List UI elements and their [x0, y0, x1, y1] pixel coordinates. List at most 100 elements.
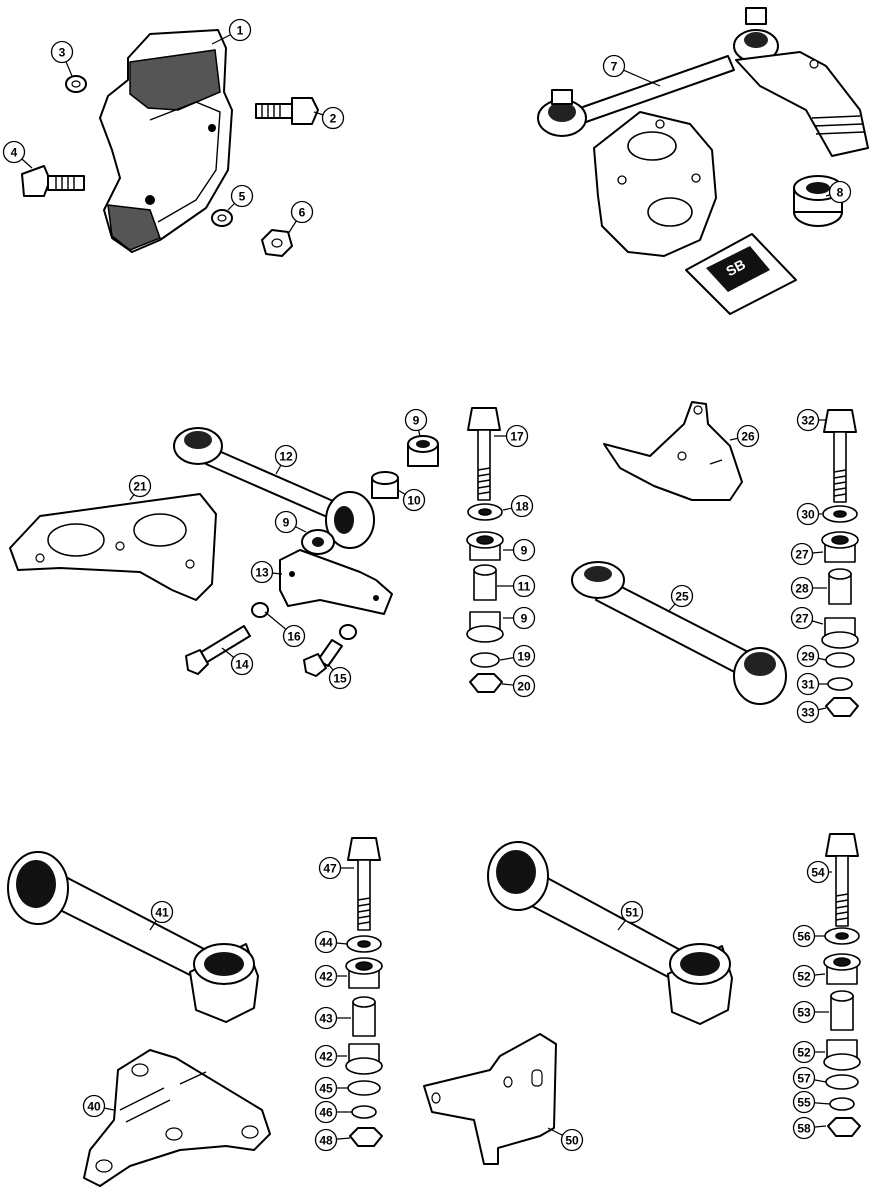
callout-circle	[274, 510, 298, 534]
callout-circle	[828, 180, 852, 204]
callout-circle	[228, 18, 252, 42]
callout-number: 42	[319, 970, 333, 984]
callout-number: 10	[407, 494, 421, 508]
callout-52a: 52	[792, 964, 826, 988]
callout-circle	[314, 1006, 338, 1030]
tie-bar-assembly-group: SB	[537, 7, 869, 315]
callout-circle	[314, 1044, 338, 1068]
callout-circle	[128, 474, 152, 498]
callout-47: 47	[318, 856, 354, 880]
bolt-stack-27-33	[821, 409, 859, 717]
callout-number: 31	[801, 678, 815, 692]
callout-40: 40	[82, 1094, 115, 1118]
callout-number: 13	[255, 566, 269, 580]
bolt-4	[21, 165, 85, 197]
callout-circle	[290, 200, 314, 224]
tie-rod-41	[47, 873, 207, 979]
callout-42b: 42	[314, 1044, 347, 1068]
callout-19: 19	[499, 644, 536, 668]
callout-8: 8	[825, 180, 852, 204]
grease-sachet: SB	[685, 233, 797, 315]
callout-14: 14	[221, 647, 254, 676]
callout-31: 31	[796, 672, 828, 696]
tie-bar-bracket	[735, 51, 869, 157]
callout-7: 7	[602, 54, 661, 87]
callout-29: 29	[796, 644, 827, 668]
bracket-50	[423, 1033, 557, 1165]
callout-number: 44	[319, 936, 333, 950]
callout-number: 55	[797, 1096, 811, 1110]
callout-circle	[512, 606, 536, 630]
callout-circle	[792, 1090, 816, 1114]
callout-circle	[314, 964, 338, 988]
tie-rod-25-group	[571, 401, 787, 705]
callout-number: 16	[287, 630, 301, 644]
callout-number: 18	[515, 500, 529, 514]
callout-53: 53	[792, 1000, 829, 1024]
callout-43: 43	[314, 1006, 351, 1030]
callout-number: 2	[330, 112, 337, 126]
callout-number: 53	[797, 1006, 811, 1020]
tie-rod-12	[205, 447, 341, 521]
callout-56: 56	[792, 924, 825, 948]
bracket-26	[603, 401, 743, 501]
callout-number: 21	[133, 480, 147, 494]
engine-mounting-group	[21, 29, 319, 257]
callout-number: 47	[323, 862, 337, 876]
callout-15: 15	[327, 663, 352, 690]
callout-9c: 9	[503, 538, 536, 562]
callout-41: 41	[149, 900, 174, 931]
callout-number: 9	[413, 414, 420, 428]
callout-layer: 1234567899991011121314151617181920212526…	[2, 18, 852, 1152]
callout-number: 9	[521, 544, 528, 558]
callout-number: 1	[237, 24, 244, 38]
callout-circle	[792, 1116, 816, 1140]
callout-circle	[796, 644, 820, 668]
callout-42a: 42	[314, 964, 347, 988]
bolt-2	[255, 97, 319, 125]
callout-number: 48	[319, 1134, 333, 1148]
callout-number: 9	[521, 612, 528, 626]
callout-circle	[314, 1076, 338, 1100]
callout-number: 42	[319, 1050, 333, 1064]
callout-number: 9	[283, 516, 290, 530]
tie-rod-51	[527, 873, 685, 981]
callout-54: 54	[806, 860, 832, 884]
callout-number: 3	[59, 46, 66, 60]
callout-circle	[560, 1128, 584, 1152]
callout-55: 55	[792, 1090, 831, 1114]
plate-21	[9, 493, 217, 601]
callout-28: 28	[790, 576, 827, 600]
tie-rod-41-group	[7, 851, 271, 1187]
callout-number: 46	[319, 1106, 333, 1120]
callout-circle	[796, 672, 820, 696]
callout-13: 13	[250, 560, 283, 584]
callout-4: 4	[2, 140, 33, 169]
callout-6: 6	[287, 200, 314, 235]
callout-16: 16	[264, 611, 306, 648]
callout-circle	[790, 576, 814, 600]
callout-number: 15	[333, 672, 347, 686]
callout-number: 27	[795, 548, 809, 562]
callout-circle	[796, 502, 820, 526]
callout-circle	[512, 644, 536, 668]
callout-circle	[512, 574, 536, 598]
callout-circle	[792, 924, 816, 948]
callout-number: 5	[239, 190, 246, 204]
callout-number: 43	[319, 1012, 333, 1026]
callout-25: 25	[667, 584, 694, 613]
callout-number: 58	[797, 1122, 811, 1136]
callout-48: 48	[314, 1128, 351, 1152]
callout-circle	[2, 140, 26, 164]
callout-circle	[82, 1094, 106, 1118]
callout-21: 21	[128, 474, 152, 501]
callout-circle	[792, 1066, 816, 1090]
callout-circle	[402, 488, 426, 512]
callout-57: 57	[792, 1066, 827, 1090]
callout-18: 18	[502, 494, 534, 518]
callout-number: 6	[299, 206, 306, 220]
callout-number: 51	[625, 906, 639, 920]
callout-circle	[314, 930, 338, 954]
callout-circle	[796, 408, 820, 432]
callout-12: 12	[274, 444, 298, 475]
